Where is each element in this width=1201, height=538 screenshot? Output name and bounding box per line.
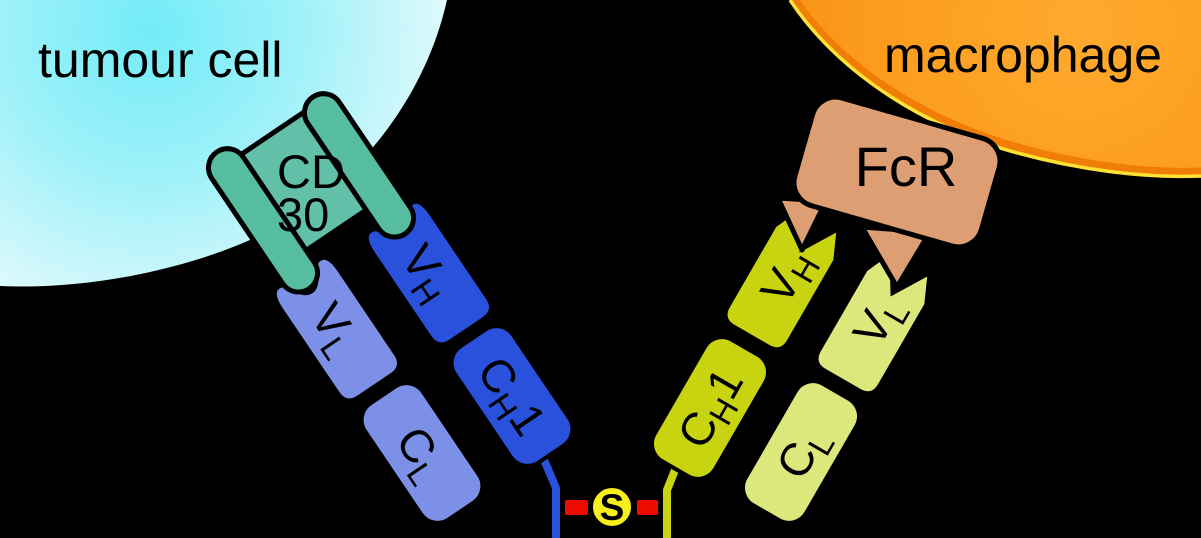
vh-domain-right: VH — [723, 203, 841, 352]
disulfide-s-circle — [589, 484, 635, 530]
tumour-cell-shape — [0, 0, 447, 287]
fcr-label: FcR — [855, 135, 958, 198]
fcr-receptor-body — [791, 94, 1003, 250]
disulfide-dash-left — [565, 500, 588, 515]
ch1-domain-right: CH1 — [650, 335, 770, 481]
ch1-domain-left: CH1 — [449, 324, 575, 468]
cd30-label-line1: CD — [277, 145, 345, 198]
macrophage-rim-yellow — [788, 0, 1201, 179]
hinge-tail-right — [663, 461, 681, 538]
cl-domain-right: CL — [741, 379, 861, 525]
tumour-cell-label: tumour cell — [38, 32, 283, 88]
disulfide-dash-right — [637, 500, 658, 515]
hinge-tail-left — [541, 458, 560, 538]
vl-domain-left: VL — [272, 255, 402, 403]
vl-domain-right: VL — [814, 247, 932, 396]
disulfide-s-label: S — [600, 487, 625, 528]
cd30-pillar-left — [205, 146, 320, 295]
macrophage-rim-dark — [790, 0, 1201, 177]
cl-domain-left: CL — [359, 381, 485, 525]
macrophage-label: macrophage — [884, 27, 1162, 83]
cd30-pillar-right — [301, 91, 416, 240]
macrophage-shape — [790, 0, 1201, 177]
cd30-label-line2: 30 — [277, 188, 329, 241]
